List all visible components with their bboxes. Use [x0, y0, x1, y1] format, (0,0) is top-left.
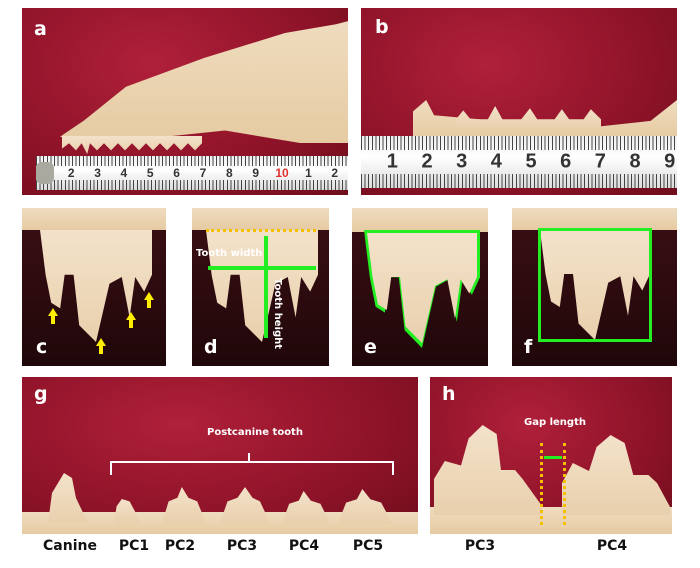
gap-dotted-right [563, 443, 566, 525]
ruler-numbers: 1 2 3 4 5 6 7 8 9 [386, 150, 676, 173]
cusp-arrow-2 [96, 338, 106, 354]
pc4-tooth-h [562, 435, 670, 515]
panel-g: g Postcanine tooth [22, 377, 418, 534]
tooth-height-label: Tooth height [272, 278, 283, 350]
height-arrow [264, 236, 268, 338]
caption-pc5: PC5 [352, 538, 384, 554]
caption-pc4: PC4 [288, 538, 320, 554]
gum-line [352, 208, 488, 232]
panel-e: e [352, 208, 488, 366]
panel-a: a 2 3 4 5 6 7 8 9 10 1 2 [22, 8, 348, 195]
gap-dotted-left [540, 443, 543, 525]
panel-c: c [22, 208, 166, 366]
panel-label-d: d [204, 336, 218, 358]
bounding-box [538, 228, 652, 342]
jawbone [413, 100, 677, 138]
tape-numbers: 2 3 4 5 6 7 8 9 10 1 2 [67, 166, 339, 180]
gum-line [192, 208, 329, 230]
pc4-tooth [282, 491, 330, 523]
baseline-dotted [206, 229, 316, 232]
panel-label-b: b [375, 16, 389, 38]
tooth-d [206, 230, 318, 342]
pc3-tooth-h [434, 425, 542, 515]
postcanine-label: Postcanine tooth [207, 427, 303, 438]
canine-tooth [48, 473, 88, 523]
panel-label-f: f [524, 336, 533, 358]
panel-label-c: c [36, 336, 48, 358]
gum-line [512, 208, 677, 230]
caption-h-pc4: PC4 [596, 538, 628, 554]
pc1-tooth [114, 499, 140, 523]
measuring-tape-a: 2 3 4 5 6 7 8 9 10 1 2 [36, 156, 348, 190]
caption-pc1: PC1 [118, 538, 150, 554]
gap-arrow [544, 456, 562, 459]
panel-label-a: a [34, 18, 47, 40]
skull [60, 18, 348, 143]
cusp-arrow-3 [126, 312, 136, 328]
ruler-b: 1 2 3 4 5 6 7 8 9 [361, 136, 677, 188]
panel-label-g: g [34, 383, 48, 405]
tooth-width-label: Tooth width [196, 248, 263, 259]
gap-length-label: Gap length [524, 417, 586, 428]
caption-canine: Canine [43, 538, 97, 554]
panel-label-e: e [364, 336, 377, 358]
caption-h-pc3: PC3 [464, 538, 496, 554]
caption-pc3: PC3 [226, 538, 258, 554]
panel-d: Tooth width Tooth height d [192, 208, 329, 366]
pc3-tooth [220, 487, 270, 523]
cusp-arrow-4 [144, 292, 154, 308]
tape-hook [36, 162, 54, 184]
skull-teeth [62, 136, 202, 154]
cusp-arrow-1 [48, 308, 58, 324]
jaw-teeth [456, 106, 601, 128]
bracket-tip [248, 453, 250, 462]
pc2-tooth [162, 487, 206, 523]
panel-h: h Gap length [430, 377, 672, 534]
postcanine-bracket [110, 461, 394, 475]
caption-pc2: PC2 [164, 538, 196, 554]
tooth-c [40, 230, 152, 342]
panel-f: f [512, 208, 677, 366]
gum-line [22, 208, 166, 230]
width-arrow [208, 266, 316, 270]
panel-b: b 1 2 3 4 5 6 7 8 9 [361, 8, 677, 195]
panel-label-h: h [442, 383, 456, 405]
pc5-tooth [338, 489, 392, 523]
